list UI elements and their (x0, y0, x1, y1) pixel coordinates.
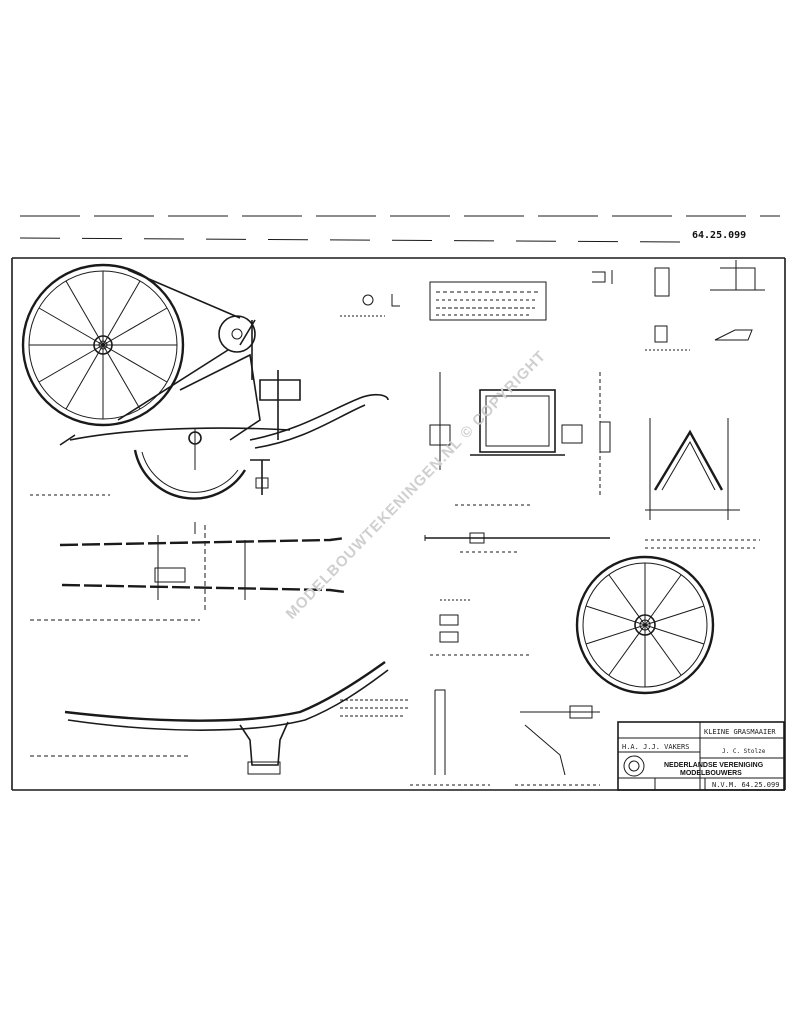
bottom-middle-details (410, 689, 600, 786)
top-trim-line (19, 215, 780, 243)
handle-profile-view (30, 661, 410, 775)
belt-guard (117, 269, 256, 421)
title-project-name: KLEINE GRASMAAIER (704, 728, 776, 736)
copyright-watermark: MODELBOUWTEKENINGEN.NL © COPYRIGHT (283, 347, 550, 622)
title-drawing-number: N.V.M. 64.25.099 (712, 781, 779, 789)
title-block: KLEINE GRASMAAIER H.A. J.J. VAKERS J. C.… (617, 721, 785, 791)
title-owner-name: H.A. J.J. VAKERS (622, 743, 689, 751)
title-society-line2: MODELBOUWERS (680, 770, 742, 777)
title-society-line1: NEDERLANDSE VERENIGING (664, 762, 764, 769)
handwritten-drawing-number: 64.25.099 (692, 230, 746, 241)
blade-section-view (645, 418, 760, 549)
sheet-border (11, 257, 786, 791)
small-wheel-detail (575, 555, 715, 695)
mower-frame (59, 319, 301, 446)
plan-view-handle (30, 522, 346, 621)
small-parts-notes (430, 599, 530, 656)
legend-box (429, 281, 547, 321)
top-right-details (592, 260, 765, 351)
large-wheel (21, 263, 185, 427)
cutter-housing-view (429, 372, 611, 506)
side-elevation-view (21, 263, 389, 500)
push-handle (249, 393, 389, 495)
small-roller-wheel (133, 428, 247, 500)
shaft-view (424, 532, 610, 553)
scale-symbols (340, 294, 400, 317)
title-drawn-by: J. C. Stolze (722, 748, 766, 755)
